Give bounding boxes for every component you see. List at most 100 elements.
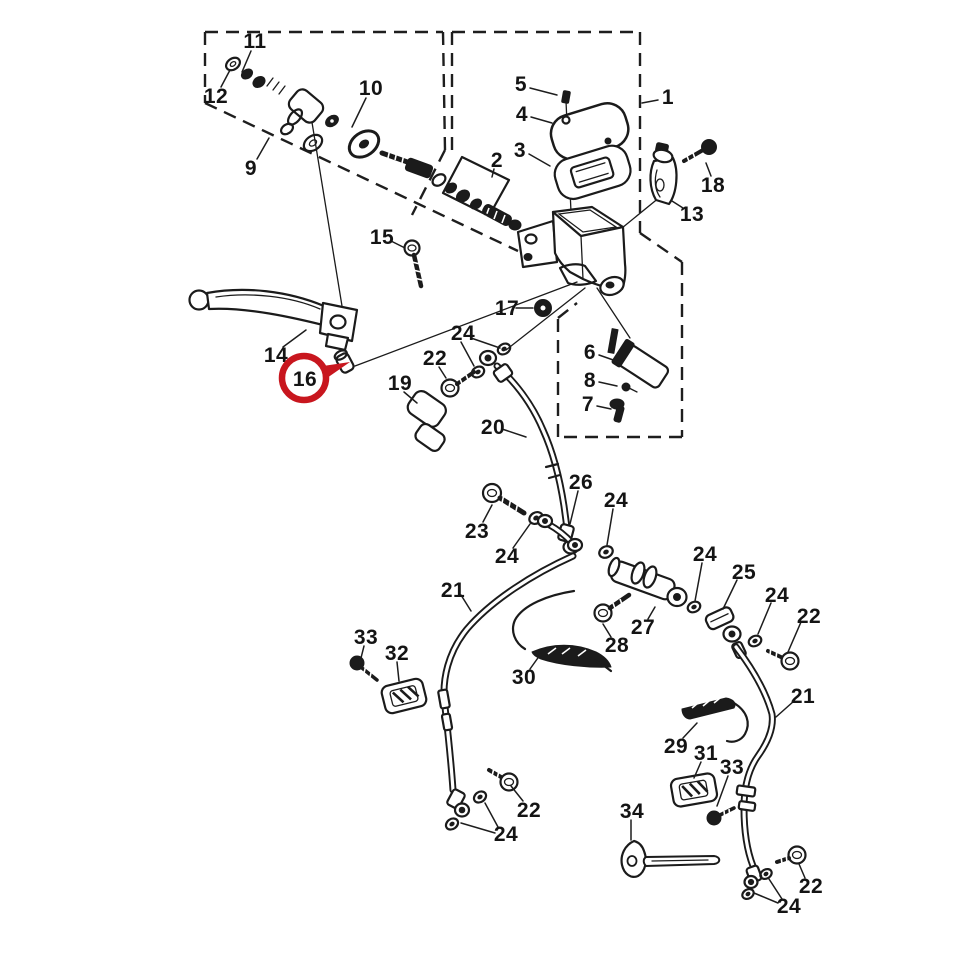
svg-text:1: 1 [662,86,674,109]
leader-line-11 [241,50,252,73]
svg-text:2: 2 [491,149,503,172]
part-label-24-mid1: 24 [495,523,531,568]
part-label-1: 1 [641,86,674,109]
leader-line-21-left [460,594,472,612]
leader-line-20 [501,428,527,438]
leader-line-22-br [798,863,806,879]
leader-line-19 [403,391,418,404]
part-label-22-lever: 22 [423,347,447,379]
highlight-layer [278,352,350,404]
leader-line-25 [722,579,738,610]
svg-text:15: 15 [370,226,394,249]
leader-line-28 [602,623,612,638]
part-label-23: 23 [465,504,493,543]
svg-text:24: 24 [777,895,801,918]
svg-text:33: 33 [354,626,378,649]
part-label-9: 9 [245,137,270,180]
highlight-arrow-part-16 [323,362,350,378]
svg-text:6: 6 [584,341,596,364]
banjo-bolt-upper [440,370,476,398]
svg-text:28: 28 [605,634,629,657]
part-label-24-upper: 24 [451,322,501,367]
leader-line-21-right [775,700,795,718]
svg-text:5: 5 [515,73,527,96]
part-label-29: 29 [664,722,698,758]
svg-text:21: 21 [791,685,815,708]
svg-text:20: 20 [481,416,505,439]
right-brake-hose [732,643,807,901]
svg-text:11: 11 [243,30,266,53]
part-label-10: 10 [351,77,383,128]
leader-line-22-right [787,621,802,653]
part-label-4: 4 [516,103,553,126]
clamp-bolt [682,139,717,165]
part-label-30: 30 [512,654,541,689]
part-label-34: 34 [620,800,644,841]
part-label-24-br: 24 [753,878,801,918]
leader-line-30 [529,654,541,670]
leader-line-33-left [359,645,365,663]
svg-text:3: 3 [514,139,526,162]
leader-line-24-upper [470,337,501,349]
svg-text:24: 24 [765,584,789,607]
svg-text:17: 17 [495,297,519,320]
part-label-26: 26 [569,471,593,525]
part-label-5: 5 [515,73,558,96]
svg-text:7: 7 [582,393,594,416]
part-label-21-left: 21 [441,579,472,612]
leader-line-24-right2 [757,602,772,635]
svg-text:24: 24 [495,545,519,568]
svg-text:10: 10 [359,77,383,100]
part-label-7: 7 [582,393,612,416]
leader-line-4 [530,116,553,124]
part-label-3: 3 [514,139,551,167]
pivot-nut [534,299,552,317]
leader-line-24-bl [460,822,496,834]
part-label-14: 14 [264,329,307,367]
hose-stay [620,839,721,878]
part-label-8: 8 [584,369,618,392]
part-label-2: 2 [491,149,503,178]
leader-line-24-mid1 [512,523,531,549]
svg-text:8: 8 [584,369,596,392]
svg-text:22: 22 [799,875,823,898]
svg-text:19: 19 [388,372,412,395]
svg-text:14: 14 [264,344,288,367]
svg-text:22: 22 [517,799,541,822]
dashed-box-assembly [450,30,684,439]
leader-line-15 [390,240,406,249]
lever-boot [406,390,447,453]
svg-text:13: 13 [680,203,704,226]
leader-line-5 [529,87,558,96]
leader-line-14 [282,329,307,348]
part-label-31: 31 [693,742,718,779]
svg-text:18: 18 [701,174,725,197]
svg-text:26: 26 [569,471,593,494]
leader-line-24-br [768,878,783,900]
dashed-box-master-cylinder-kit [203,30,519,253]
leader-line-24-bl [484,802,499,828]
leader-line-2 [491,168,495,178]
part-label-25: 25 [722,561,756,610]
svg-text:21: 21 [441,579,465,602]
pivot-bolt [403,239,424,289]
leader-line-22-bl [510,785,524,802]
leader-line-8 [598,381,618,387]
leader-line-1 [641,99,659,104]
leader-line-27 [647,606,656,620]
part-label-27: 27 [631,606,656,639]
leader-line-24-upper [460,341,475,367]
part-label-20: 20 [481,416,527,439]
leader-line-6 [598,354,620,363]
part-label-13: 13 [671,200,704,226]
hose-junction-group [481,482,688,623]
svg-text:22: 22 [797,605,821,628]
part-label-32: 32 [385,642,409,682]
leader-line-24-mid2 [606,508,614,546]
svg-text:30: 30 [512,666,536,689]
leader-line-33-right [716,775,729,807]
svg-text:12: 12 [204,85,228,108]
part-label-6: 6 [584,341,620,364]
